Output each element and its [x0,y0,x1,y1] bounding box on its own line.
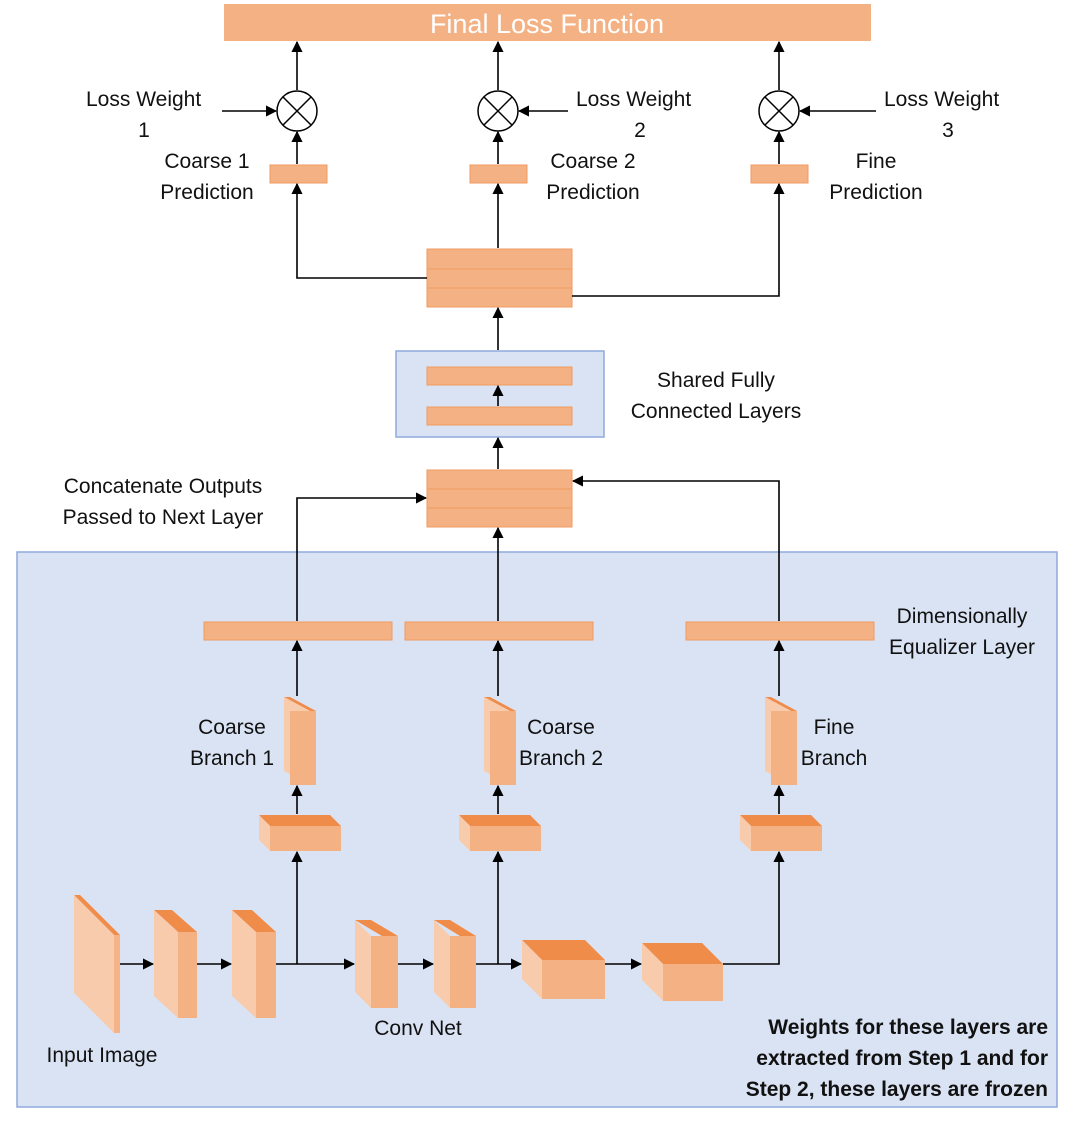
tap-3-arrow [723,850,785,965]
shared-fc-layer-1 [426,366,573,386]
multiplier-node-2 [477,90,519,132]
loss-weight-1-label: Loss Weight [86,88,201,111]
shared-fc-label-1: Shared Fully [657,369,775,392]
equalizer-bar-1 [203,621,393,641]
shared-fc-label-2: Connected Layers [631,400,801,423]
conv-block-2 [232,910,276,1018]
output-stack-to-pred-3-arrow [572,182,785,297]
coarse-1-prediction-label-1: Coarse 1 [164,150,249,173]
fine-prediction-label-2: Prediction [829,181,922,204]
final-loss-bar [224,4,871,41]
coarse-branch-1-label-1: Coarse [198,716,266,739]
multiplier-node-1 [276,90,318,132]
equalizer-label-2: Equalizer Layer [889,636,1035,659]
final-loss-title: Final Loss Function [430,9,664,39]
concatenate-layer-stack [426,469,573,528]
conv-block-3 [355,920,398,1008]
loss-weight-2-number: 2 [634,119,646,142]
fine-prediction-label-1: Fine [856,150,897,173]
concatenate-label-1: Concatenate Outputs [64,475,262,498]
fine-branch-label-1: Fine [814,716,855,739]
conv-block-1 [154,910,197,1018]
coarse-branch-1-label-2: Branch 1 [190,747,274,770]
coarse-2-prediction-label-2: Prediction [546,181,639,204]
shared-fc-layer-2 [426,406,573,426]
output-stack-to-pred-1-arrow [291,182,427,279]
input-image-slab [74,895,120,1033]
equalizer-1-to-concat-arrow [296,492,428,621]
conv-block-6 [642,943,723,1001]
coarse-1-prediction-bar [269,164,328,184]
branch-3-flat-block [740,815,822,851]
multiplier-node-3 [758,90,800,132]
fine-branch-block [765,697,797,785]
branch-2-flat-block [459,815,541,851]
coarse-branch-1-block [284,697,316,785]
frozen-note-line-1: Weights for these layers are [768,1016,1048,1039]
loss-weight-2-label: Loss Weight [576,88,691,111]
equalizer-bar-2 [404,621,594,641]
coarse-2-prediction-label-1: Coarse 2 [550,150,635,173]
loss-weight-3-label: Loss Weight [884,88,999,111]
equalizer-3-to-concat-arrow [571,475,780,621]
fine-branch-label-2: Branch [801,747,868,770]
fine-prediction-bar [750,164,809,184]
branch-1-flat-block [259,815,341,851]
conv-block-5 [522,940,605,999]
equalizer-label-1: Dimensionally [897,605,1028,628]
input-image-label: Input Image [47,1044,158,1067]
coarse-branch-2-label-1: Coarse [527,716,595,739]
concatenate-label-2: Passed to Next Layer [63,506,264,529]
frozen-note-line-3: Step 2, these layers are frozen [746,1078,1048,1101]
loss-weight-1-number: 1 [138,119,150,142]
coarse-branch-2-label-2: Branch 2 [519,747,603,770]
equalizer-bar-3 [685,621,875,641]
coarse-1-prediction-label-2: Prediction [160,181,253,204]
conv-block-4 [434,920,476,1008]
conv-net-label: Conv Net [374,1017,462,1040]
coarse-branch-2-block [484,697,516,785]
loss-weight-3-number: 3 [942,119,954,142]
output-layer-stack [426,248,573,308]
coarse-2-prediction-bar [469,164,528,184]
frozen-note-line-2: extracted from Step 1 and for [756,1047,1048,1070]
